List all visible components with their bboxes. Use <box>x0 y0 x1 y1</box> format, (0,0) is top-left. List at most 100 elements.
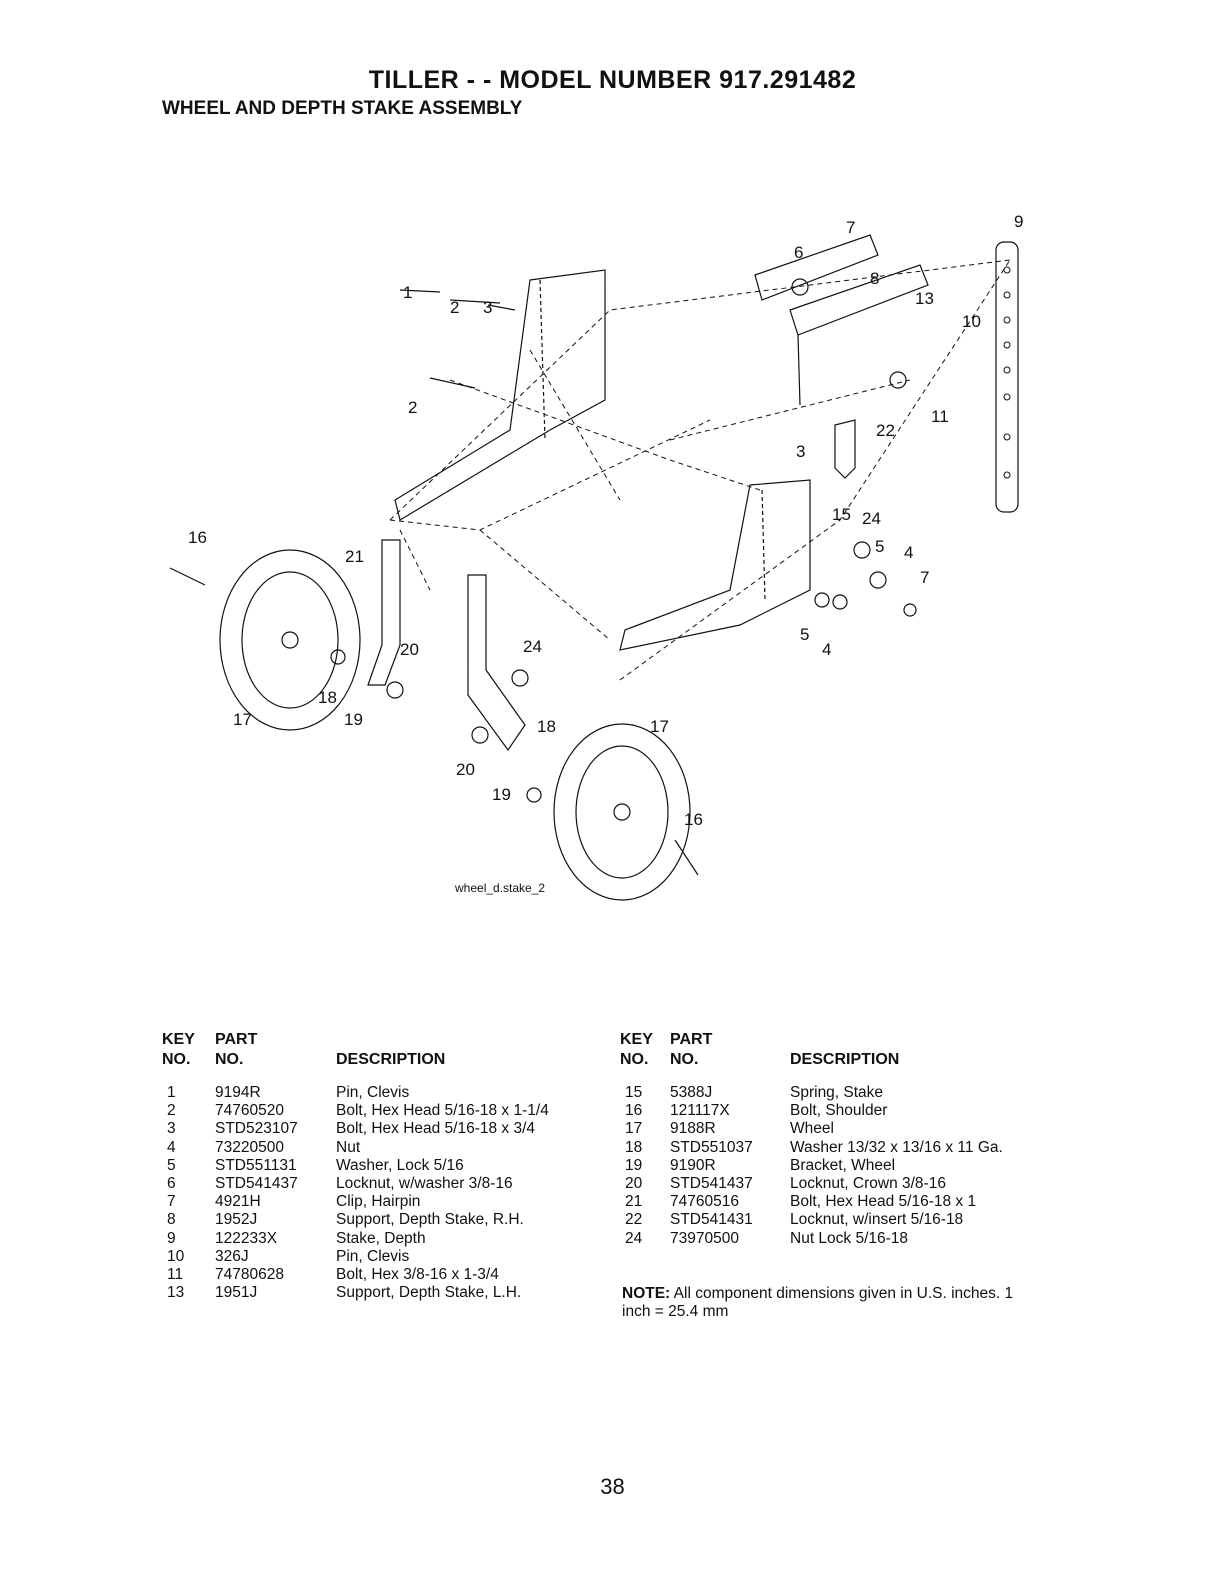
key-number: 22 <box>625 1211 643 1229</box>
part-number: 73220500 <box>215 1138 284 1156</box>
callout-5b: 5 <box>800 625 809 644</box>
callout-18: 18 <box>318 688 337 707</box>
header-description: DESCRIPTION <box>336 1051 446 1068</box>
key-number: 13 <box>167 1284 185 1302</box>
callout-24: 24 <box>862 509 881 528</box>
part-description: Bolt, Hex Head 5/16-18 x 3/4 <box>336 1120 536 1138</box>
part-description: Support, Depth Stake, L.H. <box>336 1284 522 1302</box>
key-number: 4 <box>167 1138 176 1156</box>
header-part-no: NO. <box>670 1051 699 1068</box>
diagram-caption: wheel_d.stake_2 <box>454 881 545 895</box>
note-text: All component dimensions given in U.S. i… <box>622 1285 1014 1320</box>
header-part: PART <box>215 1031 258 1048</box>
callout-22: 22 <box>876 421 895 440</box>
callout-13: 13 <box>915 289 934 308</box>
callout-3b: 3 <box>796 442 805 461</box>
part-number: 4921H <box>215 1193 261 1211</box>
part-description: Washer 13/32 x 13/16 x 11 Ga. <box>790 1138 1003 1156</box>
key-number: 18 <box>625 1138 643 1156</box>
part-number: 74760516 <box>670 1193 739 1211</box>
callout-8: 8 <box>870 269 879 288</box>
dimensions-note: NOTE: All component dimensions given in … <box>622 1285 1022 1321</box>
part-number: 122233X <box>215 1229 278 1247</box>
note-label: NOTE: <box>622 1285 671 1302</box>
part-number: 74780628 <box>215 1266 284 1283</box>
part-number: 9190R <box>670 1156 716 1174</box>
key-number: 11 <box>167 1266 184 1283</box>
callout-18b: 18 <box>537 717 556 736</box>
part-number: 73970500 <box>670 1229 739 1247</box>
key-number: 10 <box>167 1247 185 1265</box>
part-number: 1951J <box>215 1284 258 1302</box>
part-description: Bracket, Wheel <box>790 1156 896 1174</box>
key-number: 2 <box>167 1102 176 1120</box>
callout-17: 17 <box>233 710 252 729</box>
key-number: 24 <box>625 1229 643 1247</box>
part-description: Spring, Stake <box>790 1084 884 1101</box>
part-description: Pin, Clevis <box>336 1247 410 1265</box>
part-number: STD541437 <box>670 1175 753 1192</box>
callout-19b: 19 <box>492 785 511 804</box>
header-key: KEY <box>620 1031 653 1048</box>
page-number: 38 <box>600 1474 625 1499</box>
part-number: 74760520 <box>215 1102 284 1120</box>
header-part-no: NO. <box>215 1051 244 1068</box>
part-number: 326J <box>215 1247 249 1265</box>
key-number: 19 <box>625 1156 643 1174</box>
callout-11: 11 <box>931 407 949 426</box>
callout-7b: 7 <box>920 568 929 587</box>
key-number: 5 <box>167 1156 176 1174</box>
page-title: TILLER - - MODEL NUMBER 917.291482 <box>368 66 857 94</box>
callout-21: 21 <box>345 547 364 566</box>
key-number: 6 <box>167 1175 176 1192</box>
part-description: Washer, Lock 5/16 <box>336 1156 464 1174</box>
part-number: 5388J <box>670 1084 713 1101</box>
key-number: 8 <box>167 1211 176 1229</box>
part-description: Support, Depth Stake, R.H. <box>336 1211 524 1229</box>
part-number: 9188R <box>670 1120 716 1138</box>
part-description: Clip, Hairpin <box>336 1193 421 1211</box>
part-description: Bolt, Hex Head 5/16-18 x 1 <box>790 1193 977 1211</box>
part-description: Locknut, w/washer 3/8-16 <box>336 1175 513 1192</box>
part-number: 1952J <box>215 1211 258 1229</box>
part-description: Bolt, Hex 3/8-16 x 1-3/4 <box>336 1266 499 1283</box>
part-description: Locknut, w/insert 5/16-18 <box>790 1211 964 1229</box>
header-part: PART <box>670 1031 713 1048</box>
part-number: STD523107 <box>215 1120 298 1138</box>
callout-10: 10 <box>962 312 981 331</box>
part-description: Nut <box>336 1138 361 1156</box>
callout-1: 1 <box>403 283 412 302</box>
key-number: 15 <box>625 1084 643 1101</box>
callout-6: 6 <box>794 243 803 262</box>
part-description: Stake, Depth <box>336 1229 426 1247</box>
header-description: DESCRIPTION <box>790 1051 900 1068</box>
callout-15: 15 <box>832 505 851 524</box>
callout-17b: 17 <box>650 717 669 736</box>
key-number: 17 <box>625 1120 643 1138</box>
callout-20: 20 <box>400 640 419 659</box>
part-number: 121117X <box>670 1102 730 1120</box>
header-key-no: NO. <box>162 1051 191 1068</box>
key-number: 7 <box>167 1193 176 1211</box>
callout-20b: 20 <box>456 760 475 779</box>
key-number: 16 <box>625 1102 643 1120</box>
callout-19: 19 <box>344 710 363 729</box>
part-description: Locknut, Crown 3/8-16 <box>790 1175 946 1192</box>
part-number: STD541437 <box>215 1175 298 1192</box>
callout-3: 3 <box>483 298 492 317</box>
part-description: Pin, Clevis <box>336 1084 410 1101</box>
key-number: 21 <box>625 1193 643 1211</box>
callout-7: 7 <box>846 218 855 237</box>
callout-16: 16 <box>188 528 207 547</box>
callout-4b: 4 <box>822 640 831 659</box>
part-description: Nut Lock 5/16-18 <box>790 1229 909 1247</box>
callout-16b: 16 <box>684 810 703 829</box>
callout-2: 2 <box>450 298 459 317</box>
part-number: STD551131 <box>215 1156 297 1174</box>
header-key-no: NO. <box>620 1051 649 1068</box>
part-description: Bolt, Hex Head 5/16-18 x 1-1/4 <box>336 1102 549 1120</box>
callout-2b: 2 <box>408 398 417 417</box>
part-number: 9194R <box>215 1084 261 1101</box>
part-number: STD541431 <box>670 1211 753 1229</box>
key-number: 9 <box>167 1229 176 1247</box>
